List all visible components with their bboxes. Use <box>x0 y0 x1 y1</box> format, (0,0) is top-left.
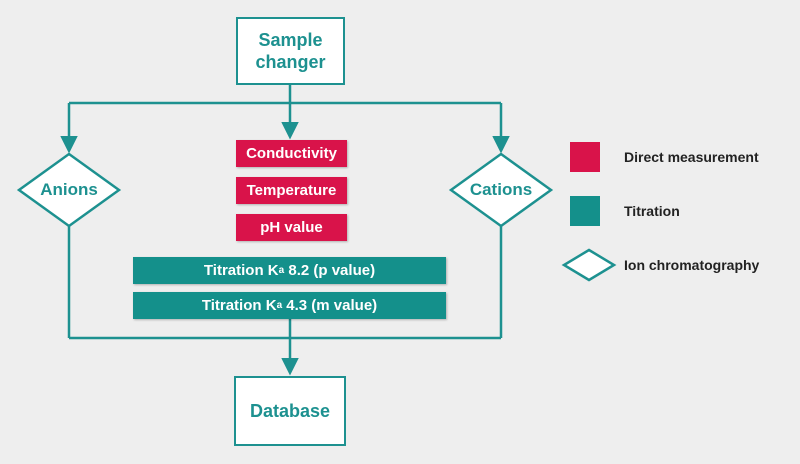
legend-ion-chromatography-label: Ion chromatography <box>624 257 760 273</box>
anions-diamond <box>16 152 122 228</box>
anions-label: Anions <box>40 180 98 199</box>
database-label: Database <box>249 400 331 421</box>
legend-direct-swatch <box>570 142 600 172</box>
cations-label: Cations <box>469 180 533 199</box>
conductivity-tag: Conductivity <box>236 140 347 167</box>
legend-ion-chromatography-diamond <box>561 248 617 282</box>
ph-value-tag: pH value <box>236 214 347 241</box>
legend-titration-swatch <box>570 196 600 226</box>
database-box: Database <box>234 376 346 446</box>
legend-titration-label: Titration <box>624 203 680 219</box>
cations-diamond <box>448 152 554 228</box>
temperature-tag: Temperature <box>236 177 347 204</box>
sample-changer-label: Sample changer <box>255 29 326 73</box>
legend-direct-label: Direct measurement <box>624 149 759 165</box>
sample-changer-box: Sample changer <box>236 17 345 85</box>
